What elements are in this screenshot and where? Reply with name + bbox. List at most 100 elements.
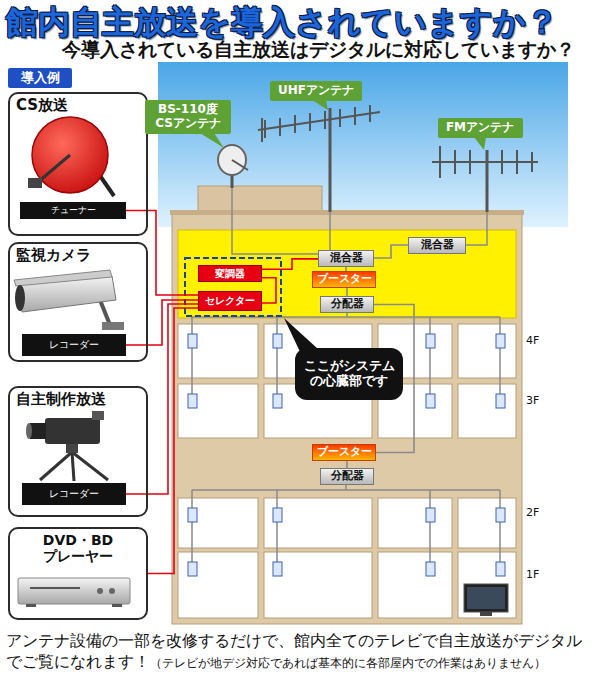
wall-outlets-part (426, 508, 435, 522)
coax-wire (346, 288, 348, 296)
coax-wiring (192, 188, 500, 576)
building-part (170, 210, 524, 215)
video-camera-illustration-part (30, 423, 46, 439)
device-bar: チューナー (20, 202, 126, 219)
coax-wiring-part (192, 489, 500, 491)
label-block: 2F (526, 506, 539, 519)
dvd-player-illustration-part (26, 604, 36, 607)
tv-set-part (464, 584, 508, 612)
wall-outlets-part (496, 508, 505, 522)
node-text: FMアンテナ (446, 121, 514, 135)
video-camera-illustration-part (26, 423, 32, 439)
node-text: ブースター (317, 273, 372, 286)
coax-wire (346, 461, 348, 468)
system-core-outline (185, 258, 281, 316)
equipment-box: 混合器 (318, 250, 374, 267)
sky (158, 62, 568, 227)
rooms-part (264, 498, 372, 548)
rooms-part (178, 498, 258, 548)
dvd-player-illustration-part (18, 578, 130, 604)
coax-wiring-part (232, 188, 318, 254)
bs-cs-dish-part (200, 133, 224, 148)
source-panel: 監視カメラレコーダー (8, 242, 148, 362)
dvd-player-illustration (18, 578, 130, 607)
node-text: 導入例 (21, 71, 60, 86)
tv-set-part (467, 587, 505, 609)
fm-antenna-part (516, 150, 518, 174)
source-panel: 自主制作放送レコーダー (8, 386, 148, 517)
security-camera-illustration-part (14, 270, 112, 286)
fm-antenna-part (501, 150, 503, 174)
uhf-antenna (258, 100, 380, 212)
node-text: 変調器 (215, 268, 245, 280)
node-text: レコーダー (49, 488, 99, 500)
sky-part (158, 62, 568, 227)
antenna-label: UHFアンテナ (270, 81, 362, 101)
rooms-part (378, 498, 452, 548)
label-block: 1F (526, 568, 539, 581)
floor-label: 1F (526, 568, 539, 581)
signal-wire (262, 278, 276, 303)
video-camera-illustration (26, 411, 108, 481)
dvd-player-illustration-part (97, 588, 103, 594)
uhf-antenna-part (294, 115, 296, 133)
rooms-part (458, 324, 516, 378)
uhf-antenna-part (329, 108, 332, 212)
wall-outlets-part (426, 562, 435, 576)
coax-wiring-part (329, 212, 331, 250)
security-camera-illustration-part (102, 322, 124, 330)
rooms-part (458, 384, 516, 438)
bs-cs-dish-part (232, 160, 248, 170)
cs-dish-illustration-part (28, 178, 42, 188)
equipment-box: 分配器 (320, 296, 374, 313)
rooms-part (458, 552, 516, 618)
rooms-part (178, 384, 258, 438)
signal-wire (126, 211, 198, 296)
rooms-part (178, 552, 258, 618)
fm-antenna-part (454, 150, 456, 174)
wall-outlets-part (496, 334, 505, 348)
wall-outlets-part (426, 394, 435, 408)
building-part (178, 230, 516, 318)
security-camera-illustration-part (100, 300, 110, 325)
coax-wire (374, 245, 408, 258)
video-camera-illustration-part (92, 411, 104, 420)
node-text: 監視カメラ (16, 247, 91, 264)
wall-outlets-part (273, 508, 282, 522)
wall-outlets-part (273, 562, 282, 576)
node-text: UHFアンテナ (278, 84, 354, 98)
coax-wiring-part (466, 212, 487, 245)
video-camera-illustration-part (72, 452, 74, 481)
node-text: ここがシステムの心臓部です (303, 359, 395, 389)
equipment-box: 分配器 (320, 468, 374, 485)
uhf-antenna-part (339, 109, 341, 127)
floor-label: 3F (526, 394, 539, 407)
uhf-antenna-part (309, 113, 311, 131)
node-text: CS放送 (16, 97, 68, 114)
caption-block: アンテナ設備の一部を改修するだけで、館内全てのテレビで自主放送がデジタルでご覧に… (6, 631, 592, 673)
node-text: BS-110度 CSアンテナ (150, 103, 226, 131)
rooms-part (458, 498, 516, 548)
note-text: （テレビが地デジ対応であれば基本的に各部屋内での作業はありません） (150, 656, 546, 670)
video-camera-illustration-part (66, 443, 78, 453)
cs-dish-illustration (28, 117, 114, 196)
cs-dish-illustration-part (32, 117, 108, 193)
uhf-antenna-part (258, 112, 380, 130)
signal-wire (148, 308, 198, 574)
equipment-box: 変調器 (198, 265, 262, 282)
rooms-part (264, 552, 372, 618)
uhf-antenna-part (324, 111, 326, 129)
rooms (178, 324, 516, 618)
source-panel: DVD・BD プレーヤー (8, 527, 148, 620)
rooms-part (178, 324, 258, 378)
antenna-label: FMアンテナ (438, 118, 523, 138)
label-block: 3F (526, 394, 539, 407)
video-camera-illustration-part (45, 418, 100, 444)
uhf-antenna-part (354, 107, 356, 125)
node-text: 自主制作放送 (16, 391, 106, 408)
wall-outlets-part (426, 334, 435, 348)
source-panel: CS放送チューナー (8, 92, 148, 236)
wall-outlets-part (273, 394, 282, 408)
signal-wire (126, 304, 198, 494)
